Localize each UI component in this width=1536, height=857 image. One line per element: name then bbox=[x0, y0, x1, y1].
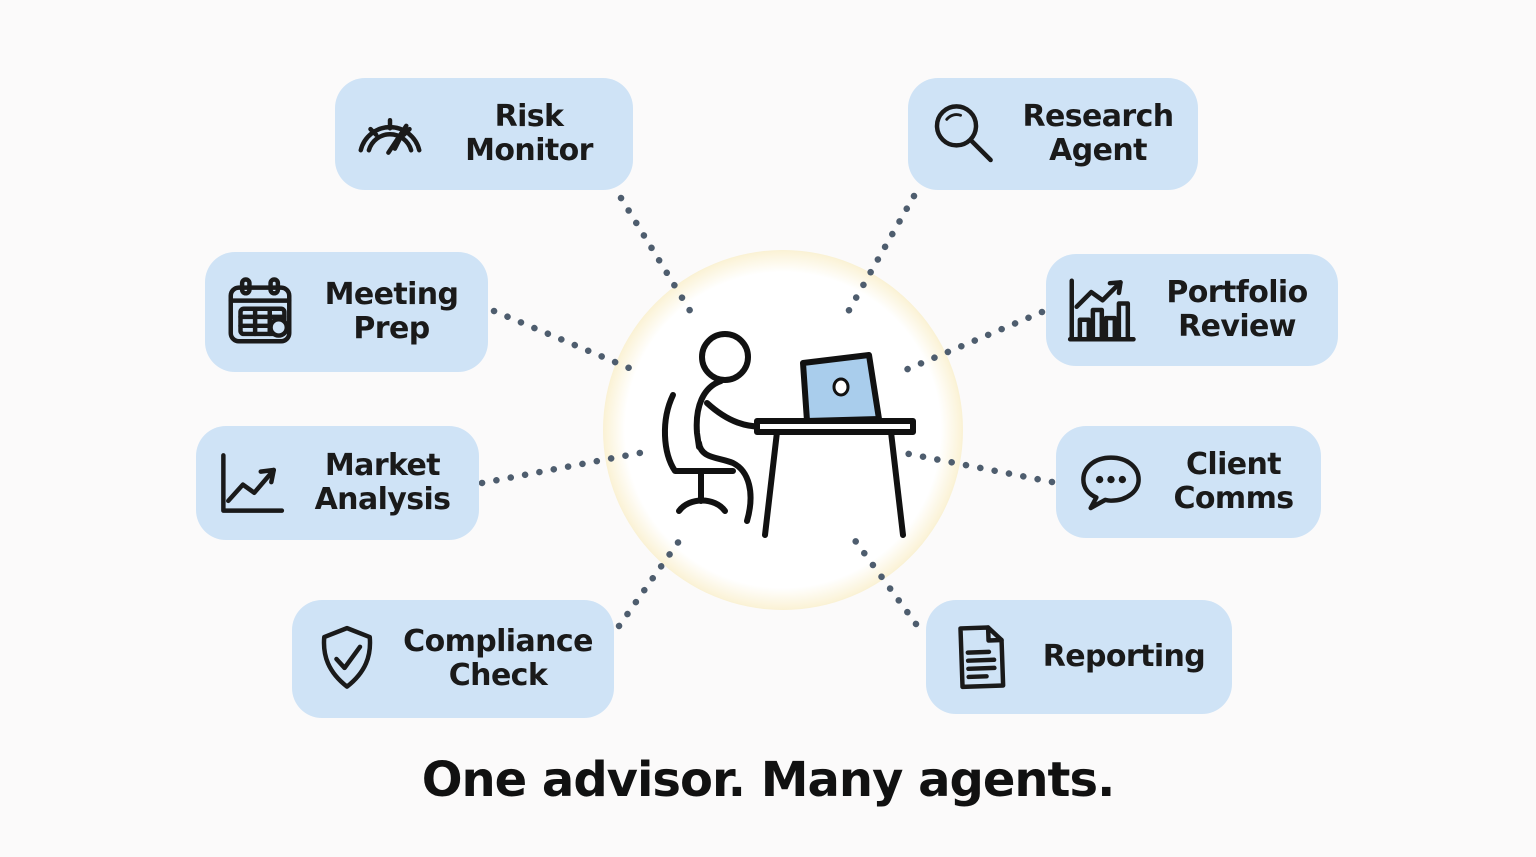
magnifier-icon bbox=[924, 95, 1002, 173]
tagline: One advisor. Many agents. bbox=[421, 752, 1116, 808]
agent-label-line2: Prep bbox=[353, 311, 430, 346]
connector-market-analysis bbox=[478, 448, 649, 487]
agent-label-line1: Research bbox=[1022, 99, 1174, 135]
connector-meeting-prep bbox=[490, 307, 645, 377]
agent-label-line2: Review bbox=[1178, 309, 1296, 344]
document-icon bbox=[942, 618, 1020, 696]
agent-card-research-agent: Research Agent bbox=[908, 78, 1198, 190]
connector-portfolio-review bbox=[892, 308, 1046, 378]
connector-risk-monitor bbox=[617, 194, 696, 318]
agent-card-portfolio-review: Portfolio Review bbox=[1046, 254, 1338, 366]
connector-research-agent bbox=[844, 192, 918, 316]
advisor-figure bbox=[645, 325, 925, 560]
agent-label-line2: Analysis bbox=[314, 482, 451, 517]
agent-label-line1: Reporting bbox=[1042, 639, 1206, 675]
agent-card-risk-monitor: Risk Monitor bbox=[335, 78, 633, 190]
agent-card-market-analysis: Market Analysis bbox=[196, 426, 479, 540]
agent-card-client-comms: Client Comms bbox=[1056, 426, 1321, 538]
connector-compliance-check bbox=[615, 530, 688, 630]
connector-client-comms bbox=[895, 448, 1056, 486]
agent-card-compliance-check: Compliance Check bbox=[292, 600, 614, 718]
speech-bubble-icon bbox=[1072, 443, 1150, 521]
agent-label-line1: Portfolio bbox=[1166, 275, 1308, 311]
line-chart-icon bbox=[212, 444, 290, 522]
agent-label-line2: Agent bbox=[1049, 133, 1147, 168]
agent-label-line2: Check bbox=[448, 658, 548, 693]
calendar-icon bbox=[221, 273, 299, 351]
agent-card-reporting: Reporting bbox=[926, 600, 1232, 714]
agent-card-meeting-prep: Meeting Prep bbox=[205, 252, 488, 372]
agent-label-line1: Compliance bbox=[403, 624, 593, 660]
agent-label-line1: Market bbox=[324, 448, 441, 484]
shield-check-icon bbox=[308, 620, 386, 698]
gauge-icon bbox=[351, 95, 429, 173]
agent-label-line1: Meeting bbox=[324, 277, 459, 313]
bar-chart-icon bbox=[1062, 271, 1140, 349]
agent-label-line1: Risk bbox=[494, 99, 564, 135]
agent-label-line2: Monitor bbox=[465, 133, 593, 168]
agent-label-line1: Client bbox=[1185, 447, 1282, 483]
advisor-at-desk-icon bbox=[662, 331, 916, 538]
agent-label-line2: Comms bbox=[1173, 481, 1294, 516]
